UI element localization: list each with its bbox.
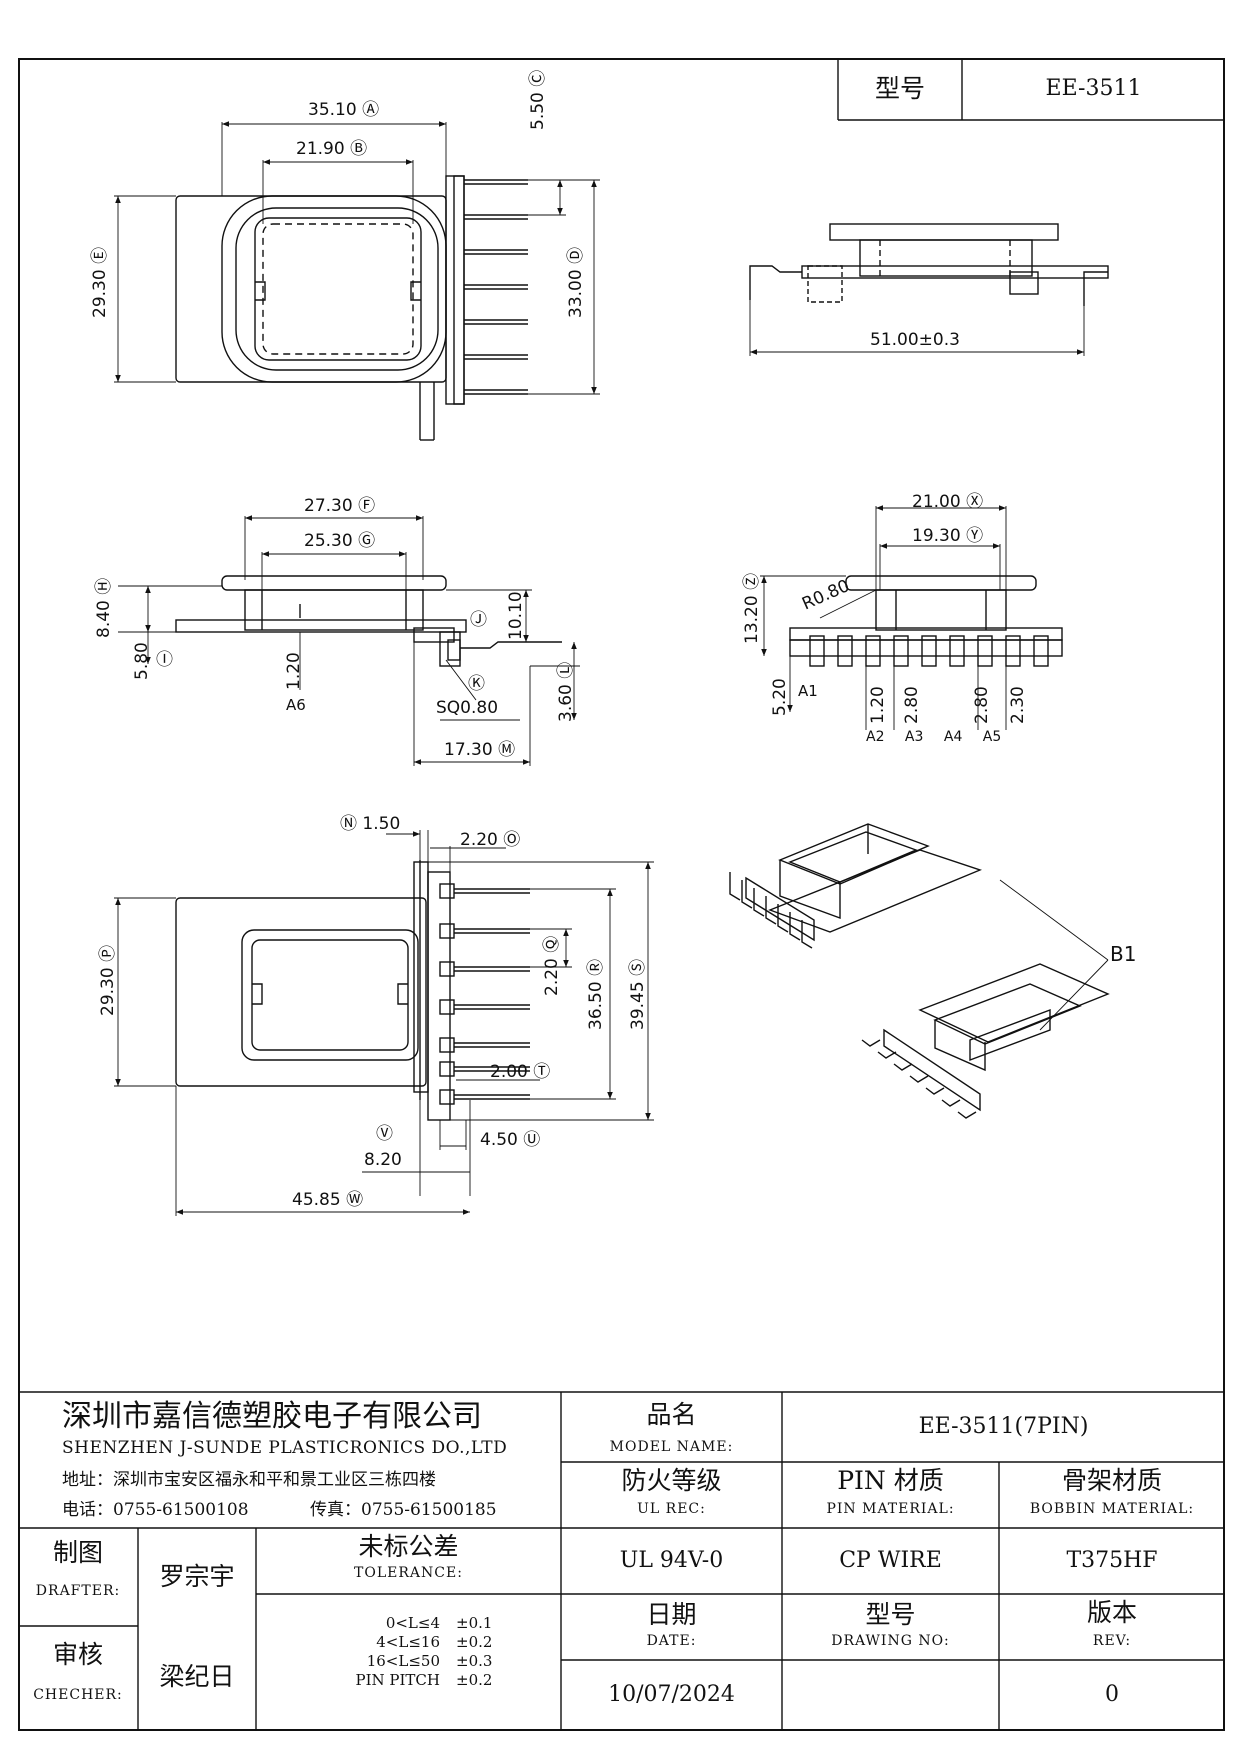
drawing-no-label-cn: 型号 [865,1600,916,1629]
side-view [749,223,1109,356]
dim-l: 3.60 Ⓛ [556,661,576,722]
dim-a3: 2.80 [902,686,922,724]
tolerance-row: 0<L≤4±0.1 [385,1614,493,1632]
top-view [114,121,600,441]
model-name-label-cn: 品名 [646,1400,697,1429]
iso-view-top [729,823,983,949]
dim-j-marker: Ⓙ [470,610,487,630]
ul-label-en: UL REC: [637,1501,706,1517]
model-name-label-en: MODEL NAME: [609,1439,734,1455]
dim-q: 2.20 Ⓠ [542,935,562,996]
dim-g: 25.30 Ⓖ [304,531,376,551]
dim-a: 35.10 Ⓐ [308,100,380,120]
callout-b1: B1 [1110,942,1137,966]
pin-material-label-cn: PIN 材质 [837,1466,944,1495]
company-address: 地址：深圳市宝安区福永和平和景工业区三栋四楼 [62,1470,436,1490]
company-phone: 电话：0755-61500108 [62,1500,249,1520]
dim-i: 5.80 [132,642,152,680]
dim-m: 17.30 Ⓜ [444,740,516,760]
dim-h: 8.40 Ⓗ [94,577,114,638]
company-fax: 传真：0755-61500185 [310,1500,497,1520]
iso-view-bottom [861,879,1110,1119]
tolerance-row: 4<L≤16±0.2 [376,1633,493,1651]
front-view [118,515,580,766]
header-model-value: EE-3511 [1045,76,1142,101]
dim-a2-a5-markers: A2 A3 A4 A5 [866,729,1002,745]
dim-z: 13.20 Ⓩ [742,572,762,644]
dim-i-marker: Ⓘ [156,650,173,670]
pin-material-value: CP WIRE [839,1548,942,1573]
dim-length: 51.00±0.3 [870,330,960,350]
date-label-en: DATE: [646,1633,697,1649]
dim-a4: 2.80 [972,686,992,724]
model-name-value: EE-3511(7PIN) [918,1414,1089,1439]
drafter-name: 罗宗宇 [159,1562,235,1591]
dim-u: 4.50 Ⓤ [480,1130,541,1150]
dim-a5: 2.30 [1008,686,1028,724]
drawing-sheet-border [18,58,1225,1731]
dim-o: 2.20 Ⓞ [460,830,521,850]
dim-a6-marker: A6 [286,696,306,714]
end-view [760,505,1063,730]
dim-s: 39.45 Ⓢ [628,958,648,1030]
company-name-cn: 深圳市嘉信德塑胶电子有限公司 [62,1399,482,1434]
tolerance-table: 0<L≤4±0.1 4<L≤16±0.2 16<L≤50±0.3 PIN PIT… [300,1614,540,1690]
tolerance-label-cn: 未标公差 [358,1532,459,1561]
drafter-label-cn: 制图 [52,1538,103,1567]
header-model-label: 型号 [874,74,925,103]
bobbin-material-value: T375HF [1066,1548,1158,1573]
tolerance-row: 16<L≤50±0.3 [366,1652,493,1670]
ul-value: UL 94V-0 [619,1548,724,1573]
dim-a2: 1.20 [868,686,888,724]
checker-name: 梁纪日 [159,1662,235,1691]
rev-label-cn: 版本 [1086,1598,1137,1627]
dim-b: 21.90 Ⓑ [296,139,368,159]
dim-k: SQ0.80 [436,698,499,718]
dim-y: 19.30 Ⓨ [912,526,984,546]
drafter-label-en: DRAFTER: [35,1583,121,1599]
dim-e: 29.30 Ⓔ [90,246,110,318]
checker-label-en: CHECHER: [33,1687,123,1703]
bottom-view [114,830,654,1216]
dim-x: 21.00 Ⓧ [912,492,984,512]
ul-label-cn: 防火等级 [621,1466,722,1495]
dim-r: 36.50 Ⓡ [586,958,606,1030]
bobbin-material-label-en: BOBBIN MATERIAL: [1029,1501,1195,1517]
rev-label-en: REV: [1092,1633,1132,1649]
dim-a1-marker: A1 [798,682,818,700]
dim-c: 5.50 Ⓒ [528,69,548,130]
dim-j: 10.10 [506,591,526,640]
dim-t: 2.00 Ⓣ [490,1062,551,1082]
dim-p: 29.30 Ⓟ [98,944,118,1016]
dim-a1: 5.20 [770,678,790,716]
date-value: 10/07/2024 [608,1682,735,1707]
drawing-no-label-en: DRAWING NO: [831,1633,950,1649]
dim-w: 45.85 Ⓦ [292,1190,364,1210]
pin-material-label-en: PIN MATERIAL: [826,1501,955,1517]
dim-a6: 1.20 [284,652,304,690]
dim-d: 33.00 Ⓓ [566,246,586,318]
bobbin-material-label-cn: 骨架材质 [1061,1466,1162,1495]
dim-n: Ⓝ 1.50 [340,814,401,834]
dim-v-marker: Ⓥ [376,1124,393,1144]
rev-value: 0 [1105,1682,1119,1707]
dim-f: 27.30 Ⓕ [304,496,376,516]
tolerance-row: PIN PITCH±0.2 [355,1671,493,1689]
company-name-en: SHENZHEN J-SUNDE PLASTICRONICS DO.,LTD [62,1438,508,1458]
checker-label-cn: 审核 [52,1640,103,1669]
title-block-grid [18,1391,1225,1731]
tolerance-label-en: TOLERANCE: [354,1565,463,1581]
dim-k-marker: Ⓚ [468,674,485,694]
dim-v: 8.20 [364,1150,402,1170]
date-label-cn: 日期 [646,1600,697,1629]
